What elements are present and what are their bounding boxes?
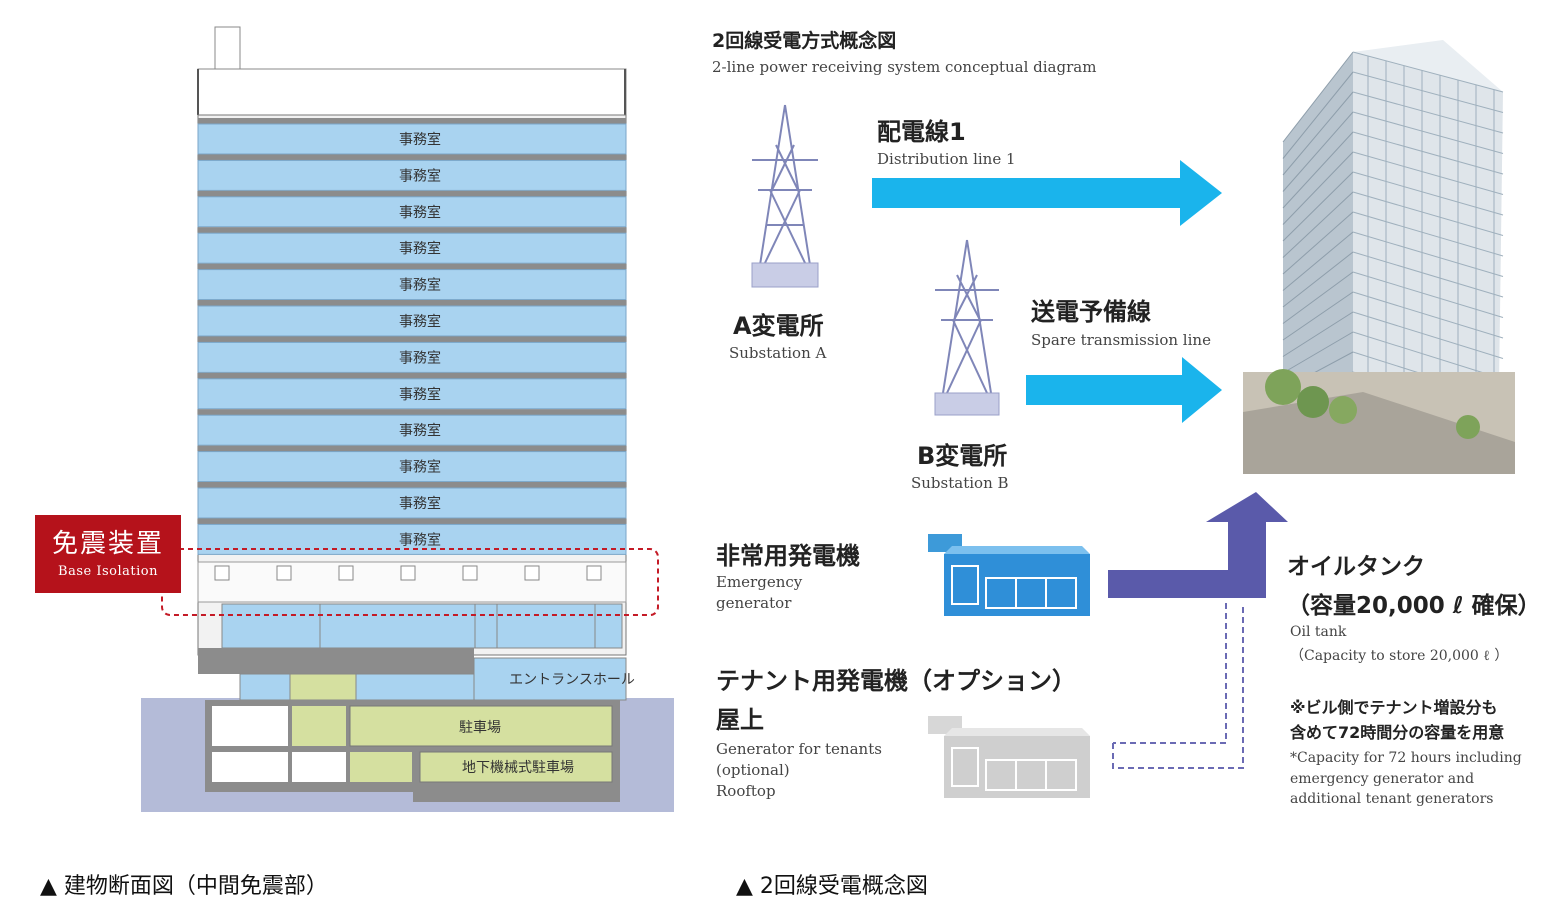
- spare-line-jp: 送電予備線: [1031, 298, 1151, 326]
- parking: [349, 705, 613, 747]
- building-render-image: [1243, 32, 1515, 474]
- substation-b-en: Substation B: [911, 474, 1009, 492]
- oil-tank-en-2: （Capacity to store 20,000 ℓ ）: [1290, 648, 1509, 664]
- floor-slab: [198, 409, 626, 416]
- diagram-subtitle: 2-line power receiving system conceptual…: [712, 58, 1097, 76]
- entrance-hall-label: エントランスホール: [509, 672, 635, 688]
- office-floor-label: 事務室: [399, 167, 441, 184]
- mechanical-parking-label: 地下機械式駐車場: [462, 759, 574, 776]
- office-floor: [197, 269, 627, 301]
- tenant-generator-jp-2: 屋上: [716, 706, 764, 734]
- floor-slab: [198, 482, 626, 488]
- office-floor: [197, 159, 627, 191]
- office-floor: [197, 451, 627, 483]
- office-floor-label: 事務室: [399, 495, 441, 512]
- office-floor: [197, 196, 627, 228]
- isolation-device: [214, 565, 230, 581]
- tenant-generator-jp-1: テナント用発電機（オプション）: [716, 667, 1076, 695]
- note-jp-2: 含めて72時間分の容量を用意: [1290, 723, 1505, 742]
- distribution-line-jp: 配電線1: [877, 118, 966, 146]
- base-isolation-en: Base Isolation: [58, 564, 158, 579]
- office-floor: [197, 523, 627, 555]
- substation-a-jp: A変電所: [733, 312, 824, 340]
- rooftop-penthouse: [197, 68, 627, 116]
- floor-slab: [198, 372, 626, 379]
- diagram-title: 2回線受電方式概念図: [712, 30, 897, 52]
- office-floor-label: 事務室: [399, 313, 441, 330]
- office-floor: [197, 487, 627, 519]
- office-floor: [197, 123, 627, 155]
- floor-slab: [198, 263, 626, 270]
- floor-slab: [198, 336, 626, 343]
- tenant-generator-en-2: (optional): [716, 761, 790, 779]
- office-floor-label: 事務室: [399, 422, 441, 439]
- tenant-generator-icon: [928, 716, 1090, 798]
- podium-slab: [198, 648, 474, 674]
- office-floor: [197, 305, 627, 337]
- isolation-device: [586, 565, 602, 581]
- office-floor-label: 事務室: [399, 131, 441, 148]
- note-en-3: additional tenant generators: [1290, 791, 1494, 807]
- office-floor-label: 事務室: [399, 240, 441, 257]
- office-floor-label: 事務室: [399, 531, 441, 548]
- note-jp-1: ※ビル側でテナント増設分も: [1290, 698, 1498, 717]
- isolation-device: [462, 565, 478, 581]
- isolation-device: [338, 565, 354, 581]
- parking-label: 駐車場: [459, 719, 501, 736]
- office-floor-label: 事務室: [399, 349, 441, 366]
- floor-slab: [198, 154, 626, 161]
- ground-floor: [239, 673, 475, 701]
- oil-supply-arrow: [1108, 492, 1288, 598]
- distribution-line-en: Distribution line 1: [877, 150, 1016, 168]
- floor-slab: [198, 518, 626, 525]
- spare-line-en: Spare transmission line: [1031, 331, 1211, 349]
- pylon-a-icon: [751, 104, 819, 288]
- note-en-2: emergency generator and: [1290, 771, 1475, 787]
- oil-tank-en-1: Oil tank: [1290, 624, 1347, 640]
- floor-slab: [198, 227, 626, 234]
- emergency-generator-icon: [928, 534, 1090, 616]
- base-isolation-jp: 免震装置: [51, 529, 164, 559]
- distribution-arrow: [872, 160, 1222, 226]
- oil-tank-jp-2: （容量20,000 ℓ 確保）: [1287, 593, 1541, 619]
- office-floor-label: 事務室: [399, 204, 441, 221]
- base-isolation-badge: 免震装置 Base Isolation: [35, 515, 181, 593]
- tenant-generator-en-3: Rooftop: [716, 782, 776, 800]
- emergency-generator-jp: 非常用発電機: [716, 542, 860, 570]
- tenant-supply-dashed-line: [1112, 603, 1244, 769]
- substation-a-en: Substation A: [729, 344, 827, 362]
- floor-slab: [198, 300, 626, 306]
- emergency-generator-en-2: generator: [716, 594, 792, 612]
- rooftop-chimney: [214, 26, 241, 70]
- oil-tank-jp-1: オイルタンク: [1287, 554, 1425, 580]
- pylon-b-icon: [934, 239, 1000, 416]
- tenant-generator-en-1: Generator for tenants: [716, 740, 882, 758]
- note-en-1: *Capacity for 72 hours including: [1290, 750, 1522, 766]
- isolation-devices: [214, 565, 602, 581]
- isolation-device: [524, 565, 540, 581]
- office-floor-label: 事務室: [399, 459, 441, 476]
- substation-b-jp: B変電所: [917, 442, 1008, 470]
- floor-slab: [198, 118, 626, 124]
- isolation-device: [400, 565, 416, 581]
- floor-slab: [198, 445, 626, 452]
- office-floor: [197, 341, 627, 373]
- caption-left: ▲ 建物断面図（中間免震部）: [40, 874, 328, 899]
- caption-right: ▲ 2回線受電概念図: [736, 874, 928, 899]
- spare-line-arrow: [1026, 357, 1222, 423]
- office-floor-label: 事務室: [399, 277, 441, 294]
- office-floor: [197, 378, 627, 410]
- floor-slab: [198, 190, 626, 197]
- emergency-generator-en-1: Emergency: [716, 573, 803, 591]
- office-floor: [197, 414, 627, 446]
- office-floor: [197, 232, 627, 264]
- office-floor-label: 事務室: [399, 386, 441, 403]
- mechanical-parking: [419, 751, 613, 783]
- lower-floor: [221, 603, 623, 649]
- isolation-device: [276, 565, 292, 581]
